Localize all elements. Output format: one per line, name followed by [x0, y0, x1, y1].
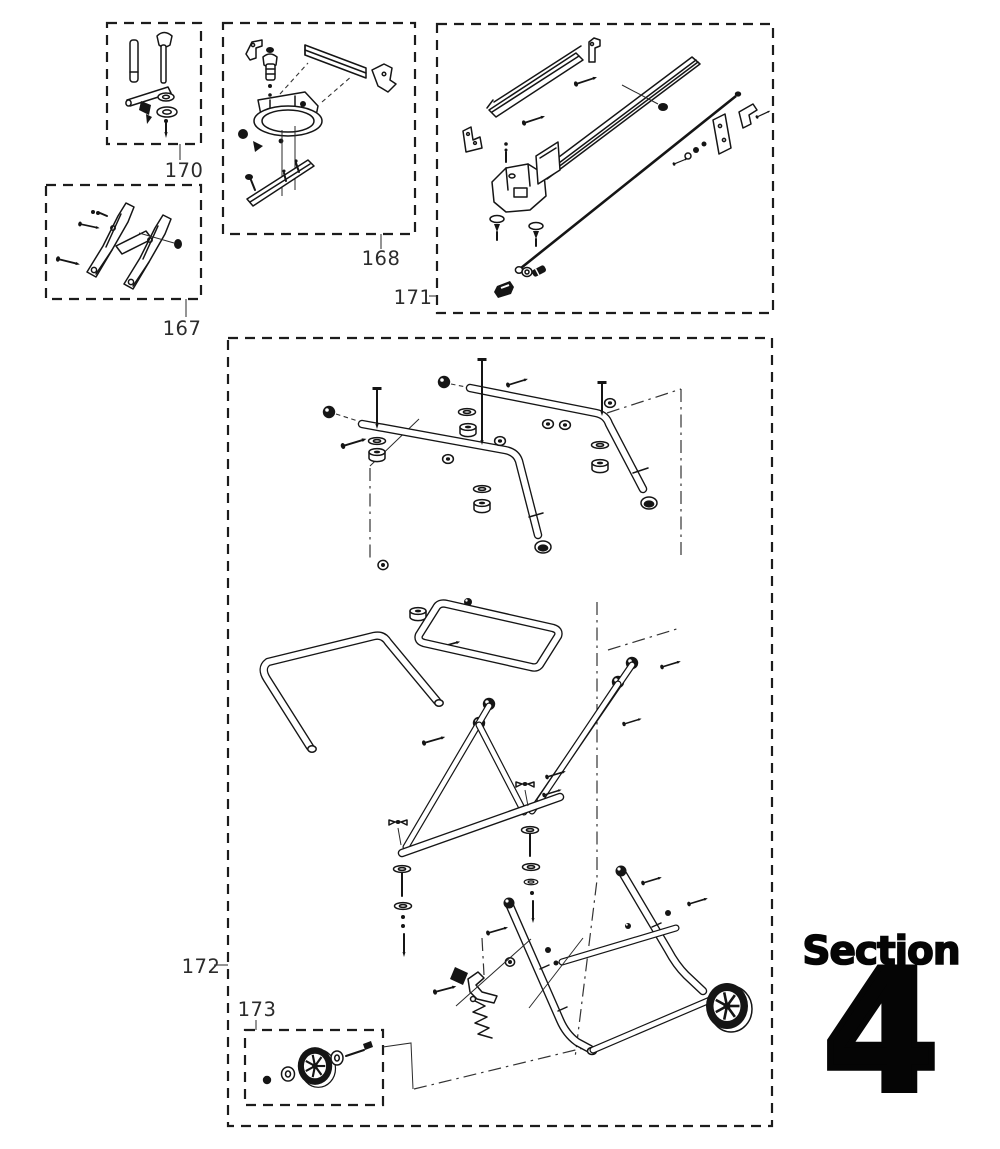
dashed-box-173: [243, 1028, 385, 1107]
pedal-pad: [450, 967, 468, 985]
callout-170: 170: [164, 159, 204, 182]
part-group-171: [429, 22, 775, 315]
dashed-box-168: [221, 21, 417, 236]
callout-167: 167: [162, 317, 202, 340]
stand-wheel: [704, 981, 754, 1034]
callout-173: 173: [237, 998, 277, 1021]
dashed-box-172: [226, 336, 774, 1128]
u-handle-tube: [259, 631, 442, 752]
box-173-leader: [382, 1042, 414, 1090]
section-number: 4: [820, 934, 943, 1130]
callout-172: 172: [181, 955, 221, 978]
latch-spring: [472, 1000, 493, 1039]
callout-171: 171: [393, 286, 433, 309]
dashed-box-167: [44, 183, 203, 301]
dashed-box-170: [105, 21, 203, 146]
part-group-167: [44, 183, 203, 317]
section-title: Section: [802, 928, 962, 975]
part-group-173: [243, 1020, 414, 1107]
callout-168: 168: [361, 247, 401, 270]
part-group-168: [221, 21, 417, 249]
dashed-box-171: [435, 22, 775, 315]
spare-wheel: [296, 1046, 337, 1089]
part-group-172: [214, 336, 774, 1128]
part-group-170: [105, 21, 203, 160]
